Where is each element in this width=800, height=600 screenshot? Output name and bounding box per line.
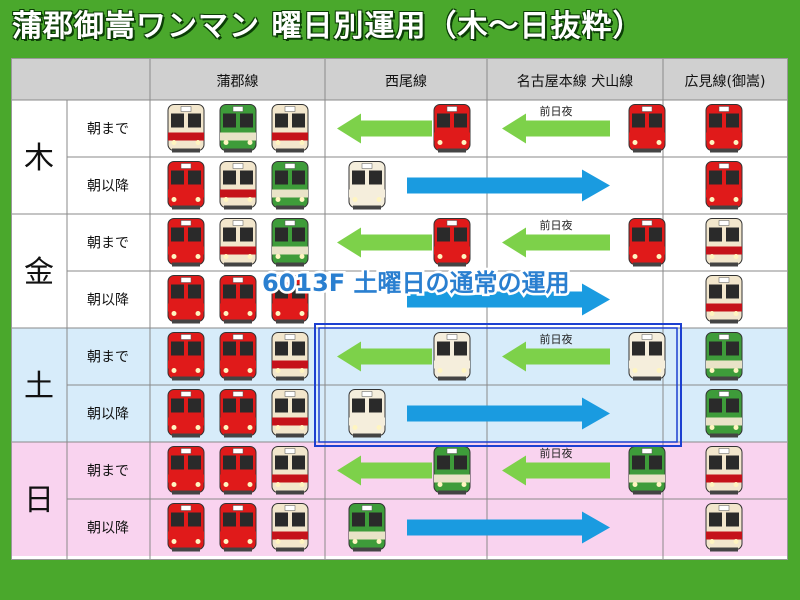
train-icon [433,218,471,267]
arrow-label: 前日夜 [540,104,573,118]
train-icon [348,161,386,210]
train-icon [705,275,743,324]
train-icon [167,218,205,267]
train-icon [348,503,386,552]
period-label: 朝以降 [87,407,129,423]
train-icon [433,332,471,381]
schedule-table: 蒲郡線西尾線名古屋本線 犬山線広見線(御嵩)木朝まで朝以降金朝まで朝以降土朝まで… [11,58,788,560]
train-icon [271,503,309,552]
arrow-label: 前日夜 [540,218,573,232]
train-icon [348,389,386,438]
train-icon [433,446,471,495]
period-label: 朝以降 [87,521,129,537]
train-icon [219,161,257,210]
train-icon [628,218,666,267]
train-icon [219,389,257,438]
arrow-right [407,397,610,430]
train-icon [271,446,309,495]
arrow-label: 前日夜 [540,332,573,346]
train-icon [219,275,257,324]
period-label: 朝まで [87,122,129,138]
day-label: 木 [24,141,54,176]
day-label: 金 [24,255,54,290]
column-header: 広見線(御嵩) [685,74,766,90]
period-label: 朝まで [87,236,129,252]
train-icon [167,503,205,552]
arrow-right [407,511,610,544]
arrow-left [337,113,432,144]
train-icon [167,275,205,324]
train-icon [271,275,309,324]
arrow-right [407,283,610,316]
day-label: 日 [24,483,54,518]
train-icon [167,104,205,153]
train-icon [705,161,743,210]
header-row [12,59,787,100]
train-icon [271,218,309,267]
arrow-right [407,169,610,202]
column-header: 名古屋本線 犬山線 [517,74,633,90]
train-icon [705,332,743,381]
train-icon [628,332,666,381]
train-icon [167,332,205,381]
arrow-left [502,227,610,258]
page-title: 蒲郡御嵩ワンマン 曜日別運用（木～日抜粋） [12,9,644,44]
train-icon [167,161,205,210]
train-icon [705,218,743,267]
train-icon [167,446,205,495]
train-icon [271,104,309,153]
highlight-box-inner [318,327,678,443]
period-label: 朝まで [87,350,129,366]
period-label: 朝以降 [87,293,129,309]
train-icon [271,332,309,381]
arrow-left [502,341,610,372]
train-icon [271,389,309,438]
arrow-left [337,341,432,372]
train-icon [705,104,743,153]
schedule-grid: 蒲郡線西尾線名古屋本線 犬山線広見線(御嵩)木朝まで朝以降金朝まで朝以降土朝まで… [12,59,787,559]
train-icon [433,104,471,153]
train-icon [219,332,257,381]
train-icon [219,104,257,153]
arrow-label: 前日夜 [540,446,573,460]
overlay-text: 6013F 土曜日の通常の運用 [262,269,570,297]
arrow-left [502,113,610,144]
train-icon [167,389,205,438]
train-icon [219,446,257,495]
column-header: 西尾線 [385,74,427,90]
train-icon [705,446,743,495]
column-header: 蒲郡線 [217,74,259,90]
train-icon [705,503,743,552]
train-icon [705,389,743,438]
train-icon [271,161,309,210]
train-icon [628,104,666,153]
train-icon [219,503,257,552]
period-label: 朝まで [87,464,129,480]
highlight-box [314,323,682,447]
period-label: 朝以降 [87,179,129,195]
train-icon [219,218,257,267]
arrow-left [337,227,432,258]
arrow-left [502,455,610,486]
train-icon [628,446,666,495]
arrow-left [337,455,432,486]
day-label: 土 [24,369,54,404]
